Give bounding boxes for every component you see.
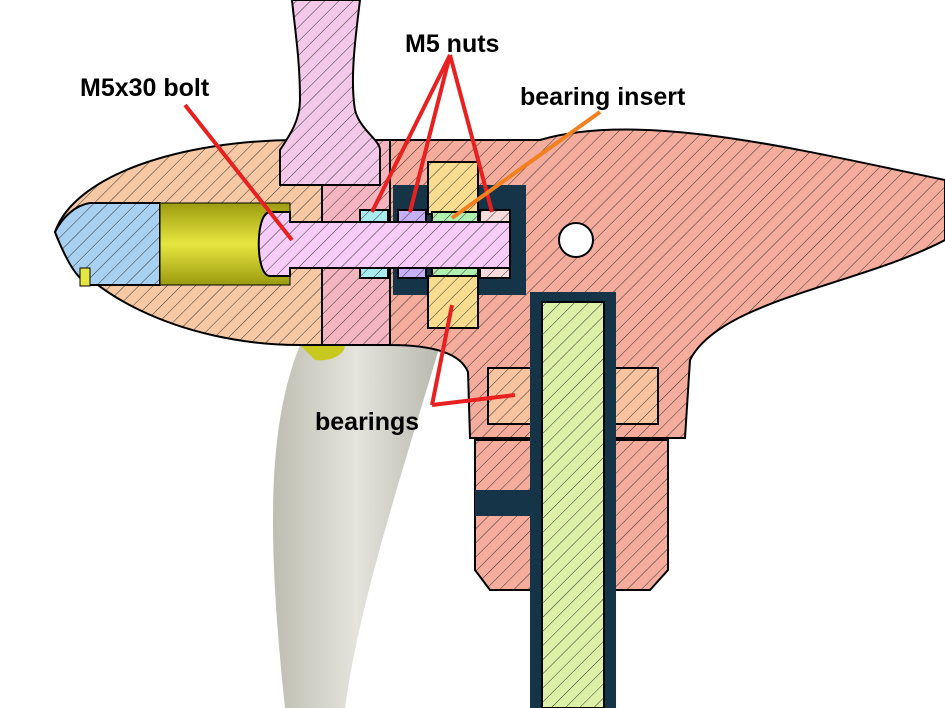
nuts-leader-2 [408,54,452,213]
label-bearing-insert: bearing insert [520,83,686,111]
m5x30-bolt-hatch [257,211,511,277]
bolt-leader [183,103,294,242]
nut-purple-bottom-hatch [397,267,427,279]
washer-bottom-hatch [479,267,511,279]
nuts-leader-3 [448,54,494,213]
shaft-hatch [541,301,605,708]
hub-body-hatch [389,128,945,439]
propeller-blade [273,345,440,708]
nuts-leader-1 [370,54,452,213]
large-nut-bottom-hatch [427,275,479,329]
tip-slot [79,267,91,287]
blade-root [300,345,345,361]
spinner-tip-hatch [53,202,161,286]
bearings-leader-2 [431,393,516,407]
label-nuts: M5 nuts [405,30,499,58]
nut-cyan-bottom-hatch [359,267,389,279]
hub-arm-hatch [279,0,381,186]
bearing-right-hatch [607,367,659,425]
label-bearings: bearings [315,408,419,436]
bearing-insert-bottom-hatch [431,267,479,277]
leader-lines [183,54,602,407]
bearings-leader-1 [430,304,454,406]
insert-leader [450,110,602,220]
washer-top-hatch [479,209,511,223]
label-bolt: M5x30 bolt [80,74,210,102]
mount-hole [558,222,594,258]
hub-body [389,128,945,439]
